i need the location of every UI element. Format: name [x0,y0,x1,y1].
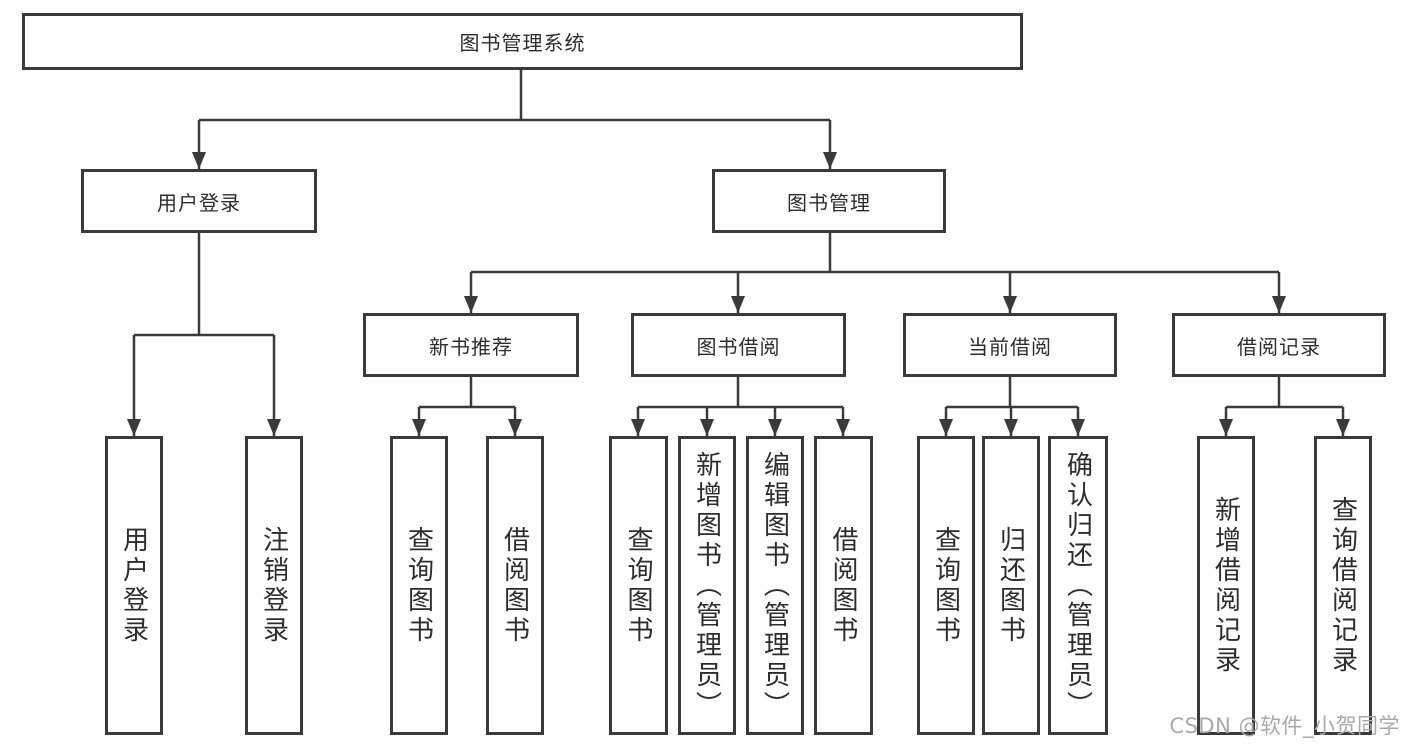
node-label: 借阅记录 [1237,334,1321,359]
leaf-user-login: 用户登录 [105,436,163,735]
csdn-watermark: CSDN @软件_小贺同学 [1169,714,1400,738]
node-label: 查询图书 [623,525,653,646]
node-label: 图书管理系统 [459,31,586,55]
node-label: 编辑图书（管理员） [759,450,790,721]
leaf-query-books-2: 查询图书 [609,436,668,735]
leaf-borrow-books-2: 借阅图书 [814,436,873,735]
leaf-return-book: 归还图书 [982,436,1040,735]
node-label: 图书借阅 [696,334,781,359]
leaf-confirm-return-admin: 确认归还（管理员） [1048,436,1108,735]
leaf-logout: 注销登录 [245,436,303,735]
node-label: 图书管理 [787,190,871,215]
node-root: 图书管理系统 [22,13,1023,70]
node-new-book-recommend: 新书推荐 [363,313,579,377]
node-current-borrow: 当前借阅 [903,313,1117,377]
leaf-query-books-1: 查询图书 [390,436,448,735]
node-label: 查询借阅记录 [1327,495,1358,676]
node-label: 注销登录 [258,525,289,646]
node-label: 归还图书 [995,525,1026,646]
node-label: 新增图书（管理员） [691,450,722,721]
node-label: 借阅图书 [828,525,858,646]
leaf-borrow-books-1: 借阅图书 [486,436,544,735]
node-book-borrow: 图书借阅 [631,313,846,377]
node-label: 查询图书 [930,525,961,646]
node-label: 新书推荐 [429,334,513,359]
node-label: 用户登录 [157,190,241,215]
leaf-query-borrow-record: 查询借阅记录 [1314,436,1372,735]
leaf-add-book-admin: 新增图书（管理员） [678,436,736,735]
leaf-edit-book-admin: 编辑图书（管理员） [746,436,804,735]
node-label: 确认归还（管理员） [1062,450,1093,721]
node-label: 新增借阅记录 [1210,495,1241,676]
leaf-add-borrow-record: 新增借阅记录 [1197,436,1255,735]
node-borrow-records: 借阅记录 [1172,313,1386,377]
node-label: 用户登录 [118,525,149,646]
node-label: 借阅图书 [499,525,530,646]
node-label: 当前借阅 [968,334,1052,359]
node-book-management-branch: 图书管理 [712,169,946,233]
node-user-login-branch: 用户登录 [81,169,317,233]
leaf-query-books-3: 查询图书 [917,436,975,735]
node-label: 查询图书 [403,525,434,646]
